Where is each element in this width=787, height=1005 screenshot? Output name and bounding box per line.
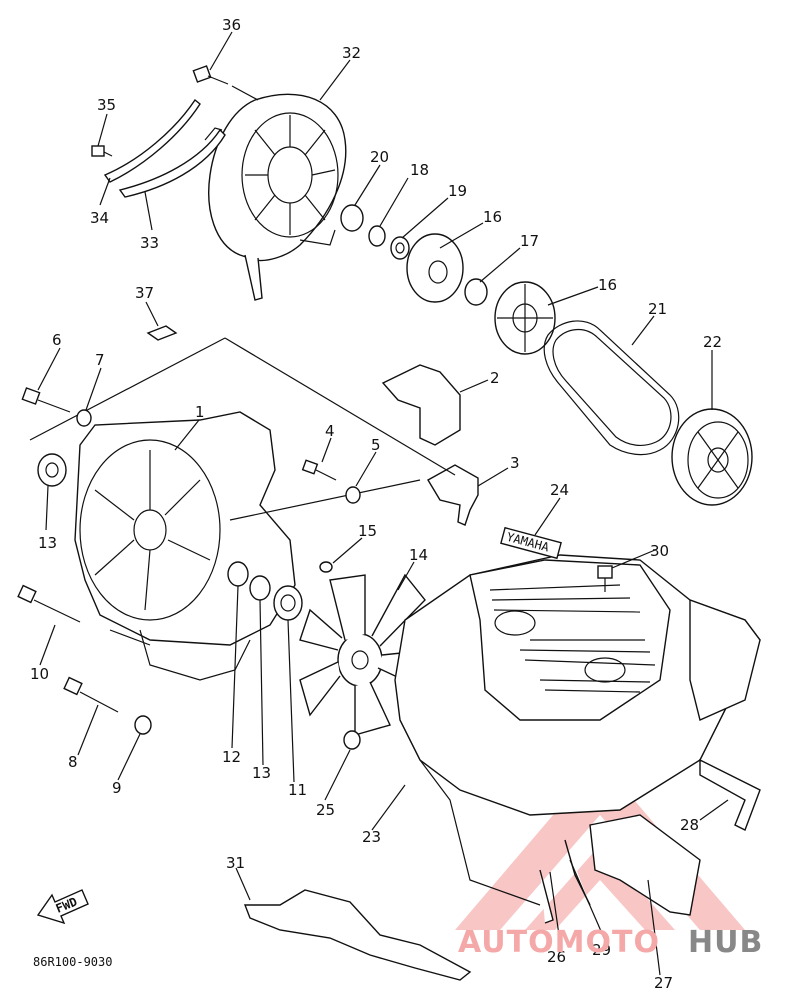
leader-lines bbox=[37, 31, 729, 976]
callout-9: 9 bbox=[112, 779, 122, 797]
callout-18: 18 bbox=[410, 161, 429, 179]
assembly-guide-lines bbox=[29, 337, 456, 646]
trim-strip-33 bbox=[118, 127, 226, 198]
trim-strip-34 bbox=[103, 98, 201, 183]
watermark-part2: HUB bbox=[688, 925, 763, 960]
callout-16a: 16 bbox=[483, 208, 502, 226]
washer-9 bbox=[134, 715, 152, 735]
engine-shroud-23 bbox=[394, 554, 761, 906]
callout-5: 5 bbox=[371, 436, 381, 454]
callout-numbers: 36 32 35 34 33 20 18 19 16 17 16 21 22 3… bbox=[30, 16, 722, 992]
pulley-half-16b bbox=[494, 281, 556, 355]
callout-21: 21 bbox=[648, 300, 667, 318]
callout-32: 32 bbox=[342, 44, 361, 62]
circlip-18 bbox=[368, 225, 386, 247]
callout-36: 36 bbox=[222, 16, 241, 34]
bolt-6 bbox=[21, 387, 71, 413]
washer-5 bbox=[345, 486, 361, 504]
washer-7 bbox=[76, 409, 92, 427]
callout-35: 35 bbox=[97, 96, 116, 114]
bushing-20 bbox=[340, 204, 364, 232]
callout-2: 2 bbox=[490, 369, 500, 387]
callout-13a: 13 bbox=[38, 534, 57, 552]
fan-cover-32 bbox=[208, 93, 347, 301]
bracket-28 bbox=[699, 758, 761, 831]
callout-3: 3 bbox=[510, 454, 520, 472]
circlip-12 bbox=[227, 561, 249, 587]
bolt-8 bbox=[63, 676, 119, 713]
pulley-22 bbox=[671, 408, 753, 506]
callout-6: 6 bbox=[52, 331, 62, 349]
callout-22: 22 bbox=[703, 333, 722, 351]
callout-10: 10 bbox=[30, 665, 49, 683]
bearing-11 bbox=[273, 585, 303, 621]
callout-27: 27 bbox=[654, 974, 673, 992]
callout-31: 31 bbox=[226, 854, 245, 872]
fwd-arrow-icon: FWD bbox=[36, 889, 89, 925]
callout-1: 1 bbox=[195, 403, 205, 421]
clip-26 bbox=[539, 869, 554, 924]
nut-15 bbox=[319, 561, 333, 573]
callout-12: 12 bbox=[222, 748, 241, 766]
bolt-36 bbox=[192, 65, 259, 101]
callout-20: 20 bbox=[370, 148, 389, 166]
callout-23: 23 bbox=[362, 828, 381, 846]
grommet-13b bbox=[249, 575, 271, 601]
callout-30: 30 bbox=[650, 542, 669, 560]
callout-13b: 13 bbox=[252, 764, 271, 782]
bolt-4 bbox=[301, 459, 337, 481]
bolt-10 bbox=[17, 584, 81, 623]
callout-37: 37 bbox=[135, 284, 154, 302]
callout-26: 26 bbox=[547, 948, 566, 966]
screw-35 bbox=[91, 145, 113, 157]
callout-4: 4 bbox=[325, 422, 335, 440]
drive-belt-21 bbox=[543, 320, 680, 456]
grommet-13a bbox=[37, 453, 67, 487]
pulley-half-16a bbox=[406, 233, 464, 303]
callout-7: 7 bbox=[95, 351, 105, 369]
callout-24: 24 bbox=[550, 481, 569, 499]
callout-16b: 16 bbox=[598, 276, 617, 294]
callout-25: 25 bbox=[316, 801, 335, 819]
bracket-3 bbox=[427, 464, 479, 526]
washer-19 bbox=[390, 236, 410, 260]
callout-11: 11 bbox=[288, 781, 307, 799]
callout-14: 14 bbox=[409, 546, 428, 564]
lower-cover-27 bbox=[589, 814, 701, 916]
badge-24: YAMAHA bbox=[500, 526, 562, 560]
callout-34: 34 bbox=[90, 209, 109, 227]
guard-31 bbox=[243, 889, 472, 981]
clip-37 bbox=[146, 325, 178, 341]
callout-15: 15 bbox=[358, 522, 377, 540]
watermark-part1: AUTOMOTO bbox=[458, 925, 660, 960]
diagram-code: 86R100-9030 bbox=[33, 955, 112, 969]
watermark-text: AUTOMOTO HUB bbox=[458, 925, 763, 960]
callout-19: 19 bbox=[448, 182, 467, 200]
bracket-2 bbox=[381, 364, 461, 446]
callout-8: 8 bbox=[68, 753, 78, 771]
bolt-30 bbox=[597, 565, 613, 592]
callout-28: 28 bbox=[680, 816, 699, 834]
callout-17: 17 bbox=[520, 232, 539, 250]
callout-29: 29 bbox=[592, 941, 611, 959]
shroud-1 bbox=[74, 411, 296, 681]
collar-17 bbox=[464, 278, 488, 306]
callout-33: 33 bbox=[140, 234, 159, 252]
grommet-25 bbox=[343, 730, 361, 750]
